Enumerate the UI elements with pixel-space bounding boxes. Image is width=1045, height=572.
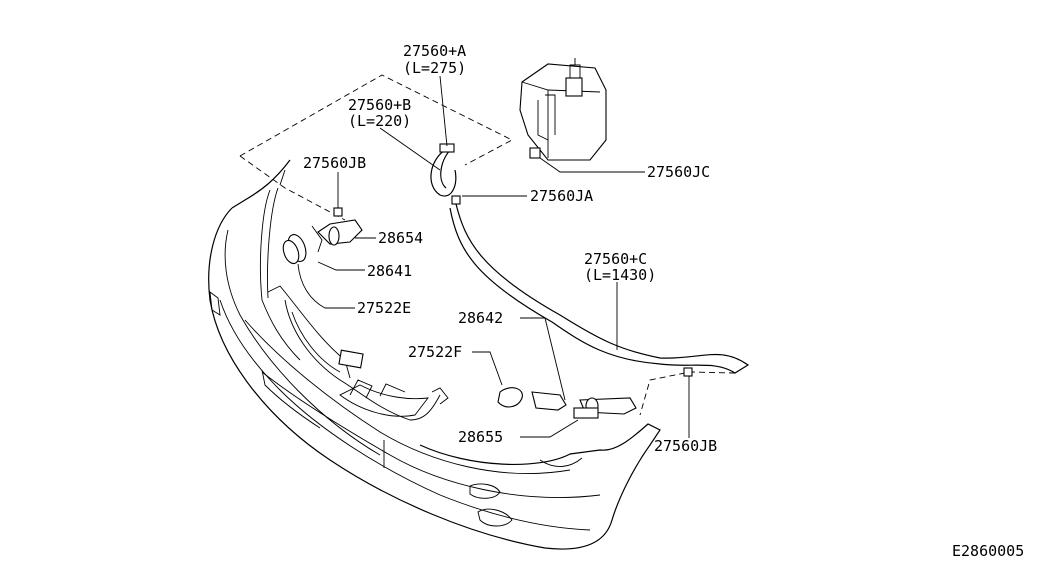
label-joint-ja: 27560JA [530,187,593,205]
label-gasket-lower: 28642 [458,309,503,327]
phantom-outline-left [239,155,346,221]
label-hose-b-part: 27560+B [348,96,411,114]
label-hose-a-len: (L=275) [403,59,466,77]
label-nozzle-lower: 28655 [458,428,503,446]
washer-tank [519,58,607,161]
label-hose-c-part: 27560+C [584,250,647,268]
label-clip-jc: 27560JC [647,163,710,181]
label-clip-jb-lower: 27560JB [654,437,717,455]
phantom-line-lower [639,371,736,416]
lower-nozzle-assy [497,367,693,419]
front-bumper [208,159,661,550]
label-hose-a-part: 27560+A [403,42,466,60]
label-cover-upper: 27522E [357,299,411,317]
label-gasket-upper: 28641 [367,262,412,280]
label-hose-c-len: (L=1430) [584,266,656,284]
label-nozzle-upper: 28654 [378,229,423,247]
phantom-outline-hood [239,74,513,166]
upper-nozzle-assy [282,207,363,265]
diagram-code: E2860005 [952,542,1024,560]
label-cover-lower: 27522F [408,343,462,361]
hose-loop [430,143,461,205]
part-labels: 27560+A (L=275) 27560+B (L=220) 27560JB … [303,42,1024,560]
leader-lines [297,75,690,438]
label-hose-b-len: (L=220) [348,112,411,130]
hose-c [449,203,750,374]
label-clip-jb-upper: 27560JB [303,154,366,172]
